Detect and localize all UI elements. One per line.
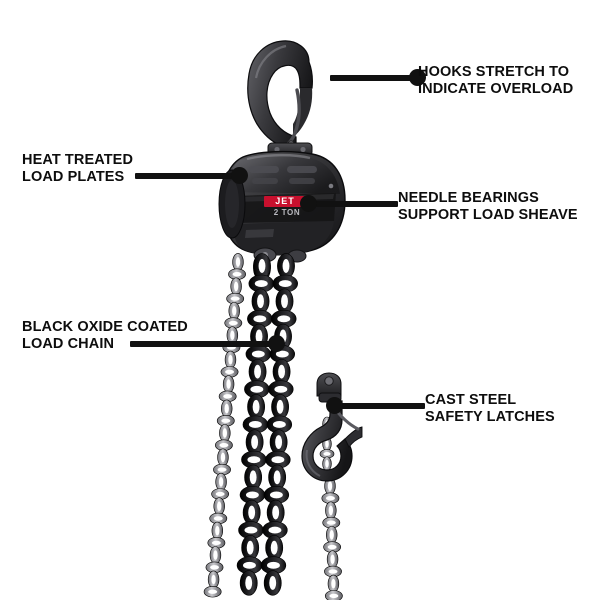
leader-dot-hooks-stretch: [409, 69, 426, 86]
callout-line-2: INDICATE OVERLOAD: [418, 81, 574, 97]
leader-line-heat-treated-load-plates: [135, 173, 240, 179]
jet-brand-badge-label: JET: [275, 196, 295, 206]
leader-line-hooks-stretch: [330, 75, 418, 81]
callout-line-2: LOAD PLATES: [22, 169, 125, 185]
callout-line-1: HOOKS STRETCH TO: [418, 64, 570, 80]
callout-line-2: LOAD CHAIN: [22, 336, 115, 352]
leader-dot-heat-treated-load-plates: [231, 167, 248, 184]
leader-line-cast-steel-safety-latches: [338, 403, 425, 409]
top-hook-icon: [247, 40, 313, 149]
leader-line-needle-bearings: [312, 201, 398, 207]
callout-line-1: NEEDLE BEARINGS: [398, 190, 539, 206]
callout-line-2: SUPPORT LOAD SHEAVE: [398, 207, 578, 223]
callout-line-1: BLACK OXIDE COATED: [22, 319, 188, 335]
callout-line-1: HEAT TREATED: [22, 152, 134, 168]
leader-dot-black-oxide-load-chain: [268, 335, 285, 352]
capacity-label: 2 TON: [273, 208, 301, 217]
bottom-hook-assembly: [301, 372, 363, 482]
leader-dot-needle-bearings: [300, 195, 317, 212]
jet-brand-badge: JET: [264, 196, 306, 207]
leader-line-black-oxide-load-chain: [130, 341, 275, 347]
leader-dot-cast-steel-safety-latches: [326, 397, 343, 414]
callout-line-2: SAFETY LATCHES: [425, 409, 555, 425]
callout-line-1: CAST STEEL: [425, 392, 517, 408]
